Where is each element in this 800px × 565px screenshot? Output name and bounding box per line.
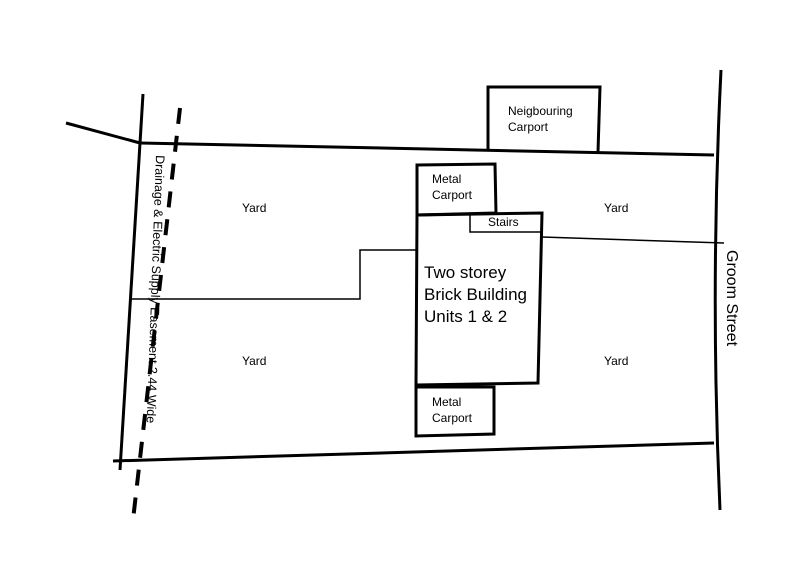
street-line (713, 69, 723, 511)
easement-dashed-line (131, 107, 182, 521)
left-access-line (65, 121, 141, 145)
metal-carport-bottom-box (414, 385, 496, 438)
neighbouring-carport-label-2: Carport (508, 120, 549, 134)
metal-carport-top-label-2: Carport (432, 188, 473, 202)
yard-bottom-left-label: Yard (242, 354, 266, 368)
metal-carport-top-label-1: Metal (432, 172, 461, 186)
top-boundary (139, 141, 715, 157)
yard-top-left-label: Yard (242, 201, 266, 215)
left-fence-line (131, 249, 416, 300)
metal-carport-bottom-label-1: Metal (432, 395, 461, 409)
building-box (414, 211, 544, 387)
neighbouring-carport-label-1: Neigbouring (508, 104, 573, 118)
building-label-2: Brick Building (424, 285, 527, 304)
metal-carport-bottom-label-2: Carport (432, 411, 473, 425)
right-fence-line (541, 236, 725, 244)
bottom-boundary (112, 441, 715, 463)
neighbouring-carport-box (486, 85, 602, 153)
yard-top-right-label: Yard (604, 201, 628, 215)
yard-bottom-right-label: Yard (604, 354, 628, 368)
street-label: Groom Street (723, 250, 740, 347)
stairs-label: Stairs (488, 215, 519, 229)
left-boundary (118, 93, 145, 471)
easement-label: Drainage & Electric Supply Easement 2.44… (144, 155, 167, 424)
building-label-3: Units 1 & 2 (424, 307, 507, 326)
stairs-box (469, 215, 541, 233)
building-label-1: Two storey (424, 263, 507, 282)
